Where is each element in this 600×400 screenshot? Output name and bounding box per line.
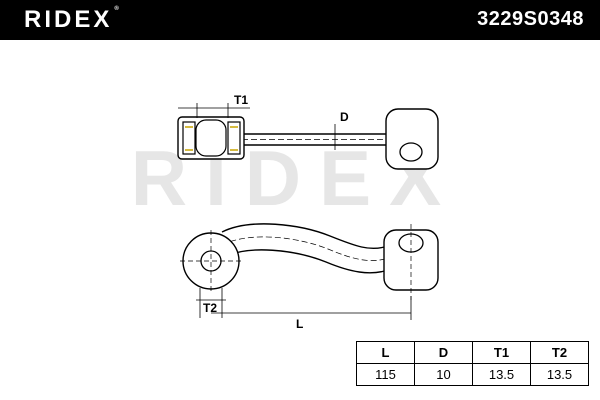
ridex-logo: RIDEX® (24, 6, 119, 34)
side-arm-lower (221, 249, 389, 274)
top-left-bushing (177, 116, 245, 160)
specs-header-d: D (414, 341, 473, 364)
top-right-bushing (385, 108, 439, 170)
specs-header-l: L (356, 341, 415, 364)
t1-label: T1 (234, 93, 248, 107)
specs-table: L D T1 T2 115 10 13.5 13.5 (356, 341, 589, 386)
logo-text: RIDEX (24, 6, 113, 33)
header-bar: RIDEX® 3229S0348 (0, 0, 600, 40)
specs-value-t1: 13.5 (472, 363, 531, 386)
side-arm-centerline (221, 236, 389, 261)
top-left-bushing-washer-right (227, 121, 241, 155)
top-left-bushing-core (195, 119, 227, 157)
specs-header-row: L D T1 T2 (356, 341, 589, 364)
l-label: L (296, 317, 303, 331)
specs-value-l: 115 (356, 363, 415, 386)
part-number: 3229S0348 (477, 8, 584, 30)
specs-header-t1: T1 (472, 341, 531, 364)
d-label: D (340, 110, 349, 124)
top-left-bushing-washer-left (182, 121, 196, 155)
specs-value-d: 10 (414, 363, 473, 386)
top-view (177, 103, 439, 170)
specs-header-t2: T2 (530, 341, 589, 364)
top-right-bushing-hole (399, 142, 423, 162)
side-arm-upper (221, 223, 389, 250)
specs-value-row: 115 10 13.5 13.5 (356, 363, 589, 386)
side-view (180, 223, 439, 320)
registered-mark-icon: ® (114, 6, 119, 12)
t2-label: T2 (203, 301, 217, 315)
bushing-accent-marks (185, 126, 238, 151)
specs-value-t2: 13.5 (530, 363, 589, 386)
